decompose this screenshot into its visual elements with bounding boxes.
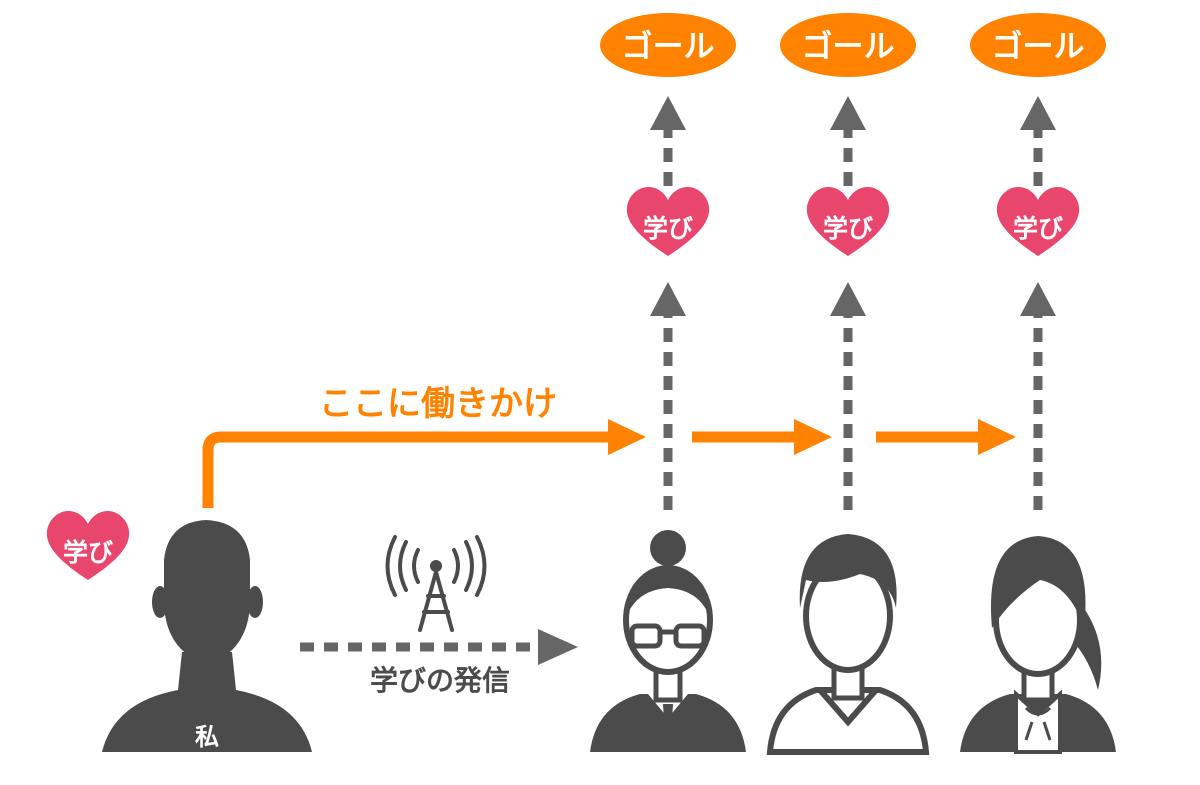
- antenna-icon: [385, 535, 487, 632]
- heart-learning-me-label: 学び: [63, 538, 113, 567]
- heart-learning-3-label: 学び: [1013, 214, 1063, 243]
- heart-learning-me: 学び: [46, 510, 130, 580]
- goal-2: ゴール: [780, 13, 916, 77]
- intervention-arrows: [202, 419, 1016, 508]
- person-2-icon: [766, 534, 930, 755]
- goal-2-label: ゴール: [802, 29, 895, 65]
- heart-learning-3: 学び: [996, 186, 1080, 256]
- goal-3: ゴール: [970, 13, 1106, 77]
- me-label: 私: [195, 723, 219, 751]
- person-3-icon: [960, 536, 1116, 754]
- me-person-icon: [102, 520, 312, 752]
- dashed-arrows-up: [650, 96, 1056, 510]
- heart-learning-2-label: 学び: [823, 214, 873, 243]
- goal-1-label: ゴール: [622, 29, 715, 65]
- heart-learning-1-label: 学び: [643, 214, 693, 243]
- person-1-icon: [590, 530, 746, 752]
- intervention-label: ここに働きかけ: [319, 384, 557, 424]
- glasses-icon: [629, 623, 707, 649]
- heart-learning-1: 学び: [626, 186, 710, 256]
- broadcast-arrow: [300, 629, 578, 665]
- broadcast-label: 学びの発信: [370, 664, 510, 697]
- goal-3-label: ゴール: [992, 29, 1085, 65]
- goal-1: ゴール: [600, 13, 736, 77]
- heart-learning-2: 学び: [806, 186, 890, 256]
